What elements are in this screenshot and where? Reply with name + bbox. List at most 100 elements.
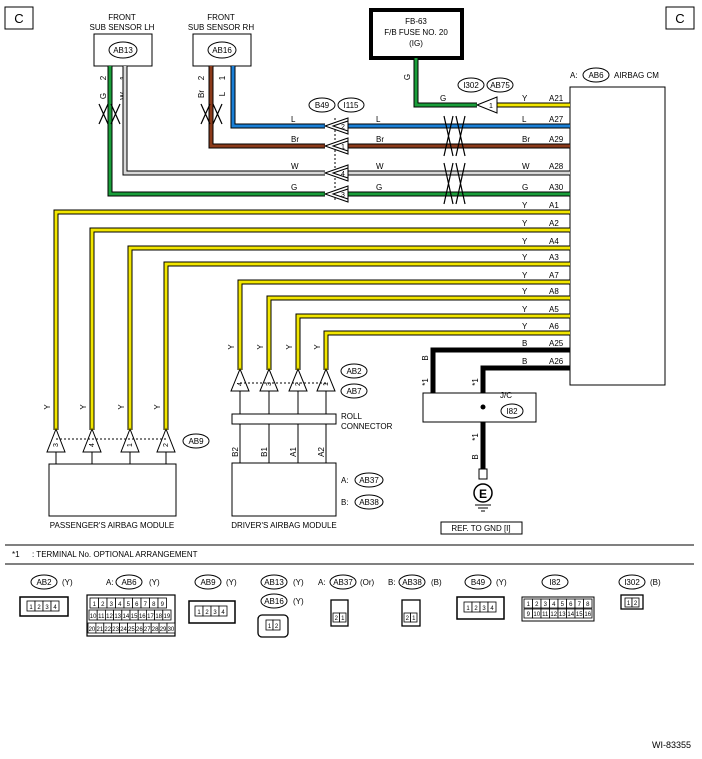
legend-ab6-r2-pin-16: 16 bbox=[139, 614, 146, 620]
driver-term-A1: A1 bbox=[289, 447, 298, 457]
airbag-cm-box bbox=[569, 86, 666, 386]
jc-star-lower: *1 bbox=[471, 433, 480, 441]
driver-triangle-3 bbox=[259, 367, 279, 392]
cm-wire-color-A1: Y bbox=[522, 201, 528, 210]
legend-ab6-r2-pin-15: 15 bbox=[131, 614, 138, 620]
cm-wire-color-A29: Br bbox=[522, 135, 530, 144]
passenger-triangle-1 bbox=[120, 427, 140, 453]
legend-b49-cell-4 bbox=[487, 601, 497, 613]
driver-conn-b-prefix: B: bbox=[341, 498, 349, 507]
legend-i82-r1-cell-8 bbox=[583, 598, 593, 609]
legend-ab38-pin-2: 2 bbox=[406, 616, 410, 622]
cm-wire-color-A6: Y bbox=[522, 322, 528, 331]
airbag-cm-title: AIRBAG CM bbox=[614, 71, 659, 80]
legend-i82: I82 bbox=[549, 578, 561, 587]
diagram-code: WI-83355 bbox=[652, 740, 691, 750]
legend-ab6-r2-pin-17: 17 bbox=[147, 614, 154, 620]
cm-terminal-A2: A2 bbox=[549, 219, 559, 228]
legend-ab37: AB37 bbox=[333, 578, 353, 587]
driver-term-A2: A2 bbox=[317, 447, 326, 457]
legend-ab6: AB6 bbox=[121, 578, 137, 587]
cm-terminal-A3: A3 bbox=[549, 253, 559, 262]
jc-connector-oval bbox=[500, 403, 524, 419]
b49-wire-left-3: G bbox=[291, 183, 297, 192]
legend-ab6-r2-pin-10: 10 bbox=[90, 614, 97, 620]
cm-wire-color-A4: Y bbox=[522, 237, 528, 246]
passenger-pin-4: 4 bbox=[89, 443, 96, 447]
b49-pin-4: 4 bbox=[341, 171, 345, 178]
jc-connector: I82 bbox=[506, 407, 518, 416]
legend-b49-oval bbox=[464, 574, 492, 590]
legend-ab2-pin-1: 1 bbox=[29, 605, 33, 611]
wire-a26 bbox=[480, 365, 570, 393]
b49-triangle-inner-3 bbox=[331, 188, 349, 200]
twist-lh bbox=[98, 103, 121, 125]
cm-wire-color-A7: Y bbox=[522, 271, 528, 280]
legend-ab13-cell-2 bbox=[272, 619, 281, 631]
legend-ab6-color: (Y) bbox=[149, 578, 160, 587]
fuse-line2: F/B FUSE NO. 20 bbox=[384, 28, 448, 37]
footnote-mark: *1 bbox=[12, 550, 20, 559]
footnote-text: : TERMINAL No. OPTIONAL ARRANGEMENT bbox=[32, 550, 198, 559]
legend-i82-r2-pin-9: 9 bbox=[527, 612, 531, 618]
driver-triangle-2 bbox=[288, 367, 308, 392]
cm-wire-color-A26: B bbox=[522, 357, 527, 366]
roll-connector-label2: CONNECTOR bbox=[341, 422, 393, 431]
driver-upper-connector: AB2 bbox=[346, 367, 362, 376]
airbag-cm-connector: AB6 bbox=[588, 71, 604, 80]
legend-ab6-r1-pin-3: 3 bbox=[110, 602, 114, 608]
legend-ab16: AB16 bbox=[264, 597, 284, 606]
page-marker-right-box bbox=[665, 6, 695, 30]
cm-wire-color-A27: L bbox=[522, 115, 527, 124]
legend-ab37-color: (Or) bbox=[360, 578, 375, 587]
passenger-module-title: PASSENGER'S AIRBAG MODULE bbox=[50, 521, 175, 530]
passenger-pin-3: 3 bbox=[53, 443, 60, 447]
driver-wire-0: Y bbox=[227, 344, 236, 350]
ground-circle bbox=[473, 483, 493, 503]
b49-wire-right-4: W bbox=[376, 162, 384, 171]
passenger-pin-2: 2 bbox=[163, 443, 170, 447]
ground-terminal bbox=[478, 468, 488, 480]
legend-i302-color: (B) bbox=[650, 578, 661, 587]
ref-gnd-label: REF. TO GND [I] bbox=[451, 524, 510, 533]
legend-ab16-oval bbox=[260, 593, 288, 609]
wire-driver-0 bbox=[238, 280, 570, 370]
wire-driver-3 bbox=[324, 331, 570, 370]
legend-i82-r1-pin-3: 3 bbox=[544, 602, 548, 608]
b49-wire-left-2: L bbox=[291, 115, 296, 124]
driver-triangle-1 bbox=[316, 367, 336, 392]
driver-conn-a-oval bbox=[354, 472, 384, 488]
legend-ab37-oval bbox=[329, 574, 357, 590]
legend-ab6-r1-pin-7: 7 bbox=[144, 602, 148, 608]
legend-ab6-r2-pin-12: 12 bbox=[106, 614, 113, 620]
legend-ab13: AB13 bbox=[264, 578, 284, 587]
legend-ab13-pin-2: 2 bbox=[275, 624, 279, 630]
roll-connector-label1: ROLL bbox=[341, 412, 362, 421]
wire-passenger-0 bbox=[54, 210, 570, 430]
i302-pin: 1 bbox=[489, 103, 493, 110]
i302-connector: I302 bbox=[463, 81, 479, 90]
legend-ab2-cell-4 bbox=[50, 600, 60, 612]
driver-wire-3: Y bbox=[313, 344, 322, 350]
legend-ab13-color: (Y) bbox=[293, 578, 304, 587]
driver-upper-connector2: AB7 bbox=[346, 387, 362, 396]
legend-ab9-oval bbox=[194, 574, 222, 590]
wire-a25 bbox=[430, 347, 570, 393]
driver-pin-3: 3 bbox=[266, 382, 273, 386]
legend-i82-r2-pin-13: 13 bbox=[559, 612, 566, 618]
legend-ab6-r1-pin-5: 5 bbox=[127, 602, 131, 608]
legend-i82-r1-pin-4: 4 bbox=[552, 602, 556, 608]
legend-ab37-cell-1 bbox=[339, 612, 347, 623]
passenger-wire-3: Y bbox=[153, 404, 162, 410]
driver-upper-connector2-oval bbox=[340, 383, 368, 399]
legend-ab6-r3-pin-29: 29 bbox=[160, 627, 167, 633]
legend-ab9-pin-4: 4 bbox=[221, 610, 225, 616]
legend-ab6-r3-cell-30 bbox=[166, 622, 176, 634]
legend-b49: B49 bbox=[471, 578, 486, 587]
legend-i82-oval bbox=[541, 574, 569, 590]
legend-i302-pin-2: 2 bbox=[634, 601, 638, 607]
sub-sensor-rh-connector-oval bbox=[207, 41, 237, 59]
b49-wire-right-1: Br bbox=[376, 135, 384, 144]
